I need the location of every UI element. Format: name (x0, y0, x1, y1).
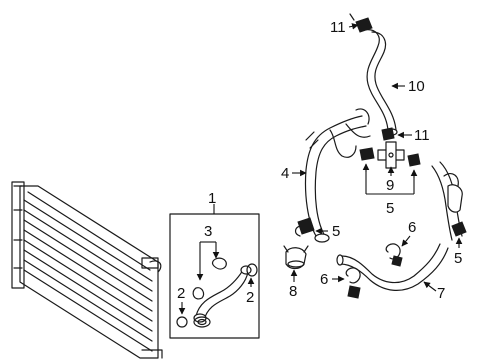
callout-2-left: 2 (177, 285, 185, 302)
callout-3: 3 (204, 223, 212, 240)
callout-11-top: 11 (330, 19, 346, 36)
hose-clamp-5-right-upper (407, 153, 421, 167)
callout-5-left: 5 (332, 223, 340, 240)
hose-clamp-5-left-lower (294, 217, 315, 237)
kit-o-ring-left (176, 316, 188, 328)
radiator-core-fins (23, 199, 153, 352)
hose-clamp-5-right-lower (451, 221, 467, 237)
callout-2-right: 2 (246, 289, 254, 306)
callout-5-center: 5 (386, 200, 394, 217)
hose-kit-box (169, 213, 260, 339)
coolant-hose-4 (304, 108, 371, 243)
hose-connector-8 (283, 245, 309, 270)
hose-clamp-top (349, 13, 373, 33)
radiator (11, 181, 163, 359)
callout-4: 4 (281, 165, 289, 182)
kit-small-hose (193, 265, 252, 323)
callout-11-right: 11 (414, 127, 430, 144)
tee-connector (377, 141, 405, 169)
hose-clamp-6-lower (345, 267, 361, 299)
callout-1: 1 (208, 190, 216, 207)
callout-9: 9 (386, 177, 394, 194)
hose-clamp-5-left-upper (359, 147, 375, 161)
callout-6-upper: 6 (408, 219, 416, 236)
callout-6-lower: 6 (320, 271, 328, 288)
callout-8: 8 (289, 283, 297, 300)
hose-clamp-11 (381, 127, 395, 141)
callout-10: 10 (408, 78, 425, 95)
kit-spring-clip-left (192, 287, 205, 300)
callout-7: 7 (437, 285, 445, 302)
kit-o-ring-right (246, 263, 258, 277)
hose-clamp-6-upper (385, 243, 403, 267)
callout-5-right: 5 (454, 250, 462, 267)
kit-spring-clip-right (212, 257, 227, 270)
kit-hose-clamp (193, 316, 211, 328)
